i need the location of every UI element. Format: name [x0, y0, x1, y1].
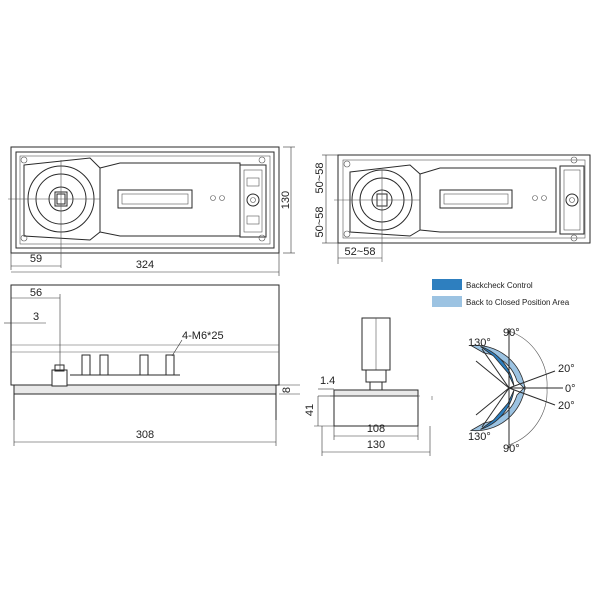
- dim-8: 8: [281, 387, 293, 393]
- legend-label-back-to-closed: Back to Closed Position Area: [466, 298, 570, 307]
- legend: Backcheck Control Back to Closed Positio…: [432, 279, 570, 307]
- legend-label-backcheck: Backcheck Control: [466, 281, 533, 290]
- dim-52-58: 52~58: [345, 246, 376, 258]
- legend-swatch-back-to-closed: [432, 296, 462, 307]
- end-view-dimensions: 1.4 41 108 130: [304, 375, 431, 456]
- plan-view-left-dimensions: 130 59 324: [10, 146, 295, 276]
- angle-label-130-bottom: 130°: [468, 431, 491, 443]
- legend-swatch-backcheck: [432, 279, 462, 290]
- sector-top-dark: [480, 346, 515, 387]
- dim-108: 108: [367, 423, 385, 435]
- angle-label-20-bottom: 20°: [558, 400, 575, 412]
- dim-130-height: 130: [280, 191, 292, 209]
- dim-59: 59: [30, 253, 42, 265]
- angle-label-0: 0°: [565, 383, 576, 395]
- end-view: [330, 317, 433, 427]
- dim-308: 308: [136, 429, 154, 441]
- side-view-dimensions: 56 3 4-M6*25 8 308: [4, 287, 300, 446]
- angle-label-90-top: 90°: [503, 327, 520, 339]
- plan-view-left: [8, 146, 280, 268]
- dim-50-58-upper: 50~58: [314, 163, 326, 194]
- dim-3: 3: [33, 311, 39, 323]
- angle-label-20-top: 20°: [558, 363, 575, 375]
- sector-bottom-dark: [480, 389, 515, 430]
- dim-56: 56: [30, 287, 42, 299]
- angle-diagram: 130° 90° 20° 0° 20° 130° 90°: [468, 327, 576, 455]
- dim-41: 41: [304, 404, 316, 416]
- angle-label-130-top: 130°: [468, 337, 491, 349]
- dim-50-58-lower: 50~58: [314, 207, 326, 238]
- dim-screws: 4-M6*25: [182, 330, 224, 342]
- plan-view-right: [334, 154, 591, 262]
- dim-130-end: 130: [367, 439, 385, 451]
- angle-label-90-bottom: 90°: [503, 443, 520, 455]
- plan-view-right-dimensions: 50~58 50~58 52~58: [314, 154, 382, 264]
- side-view: [10, 284, 280, 420]
- dim-1-4: 1.4: [320, 375, 335, 387]
- sector-bottom-light: [469, 385, 526, 432]
- dim-324: 324: [136, 259, 154, 271]
- sector-top-light: [469, 344, 526, 391]
